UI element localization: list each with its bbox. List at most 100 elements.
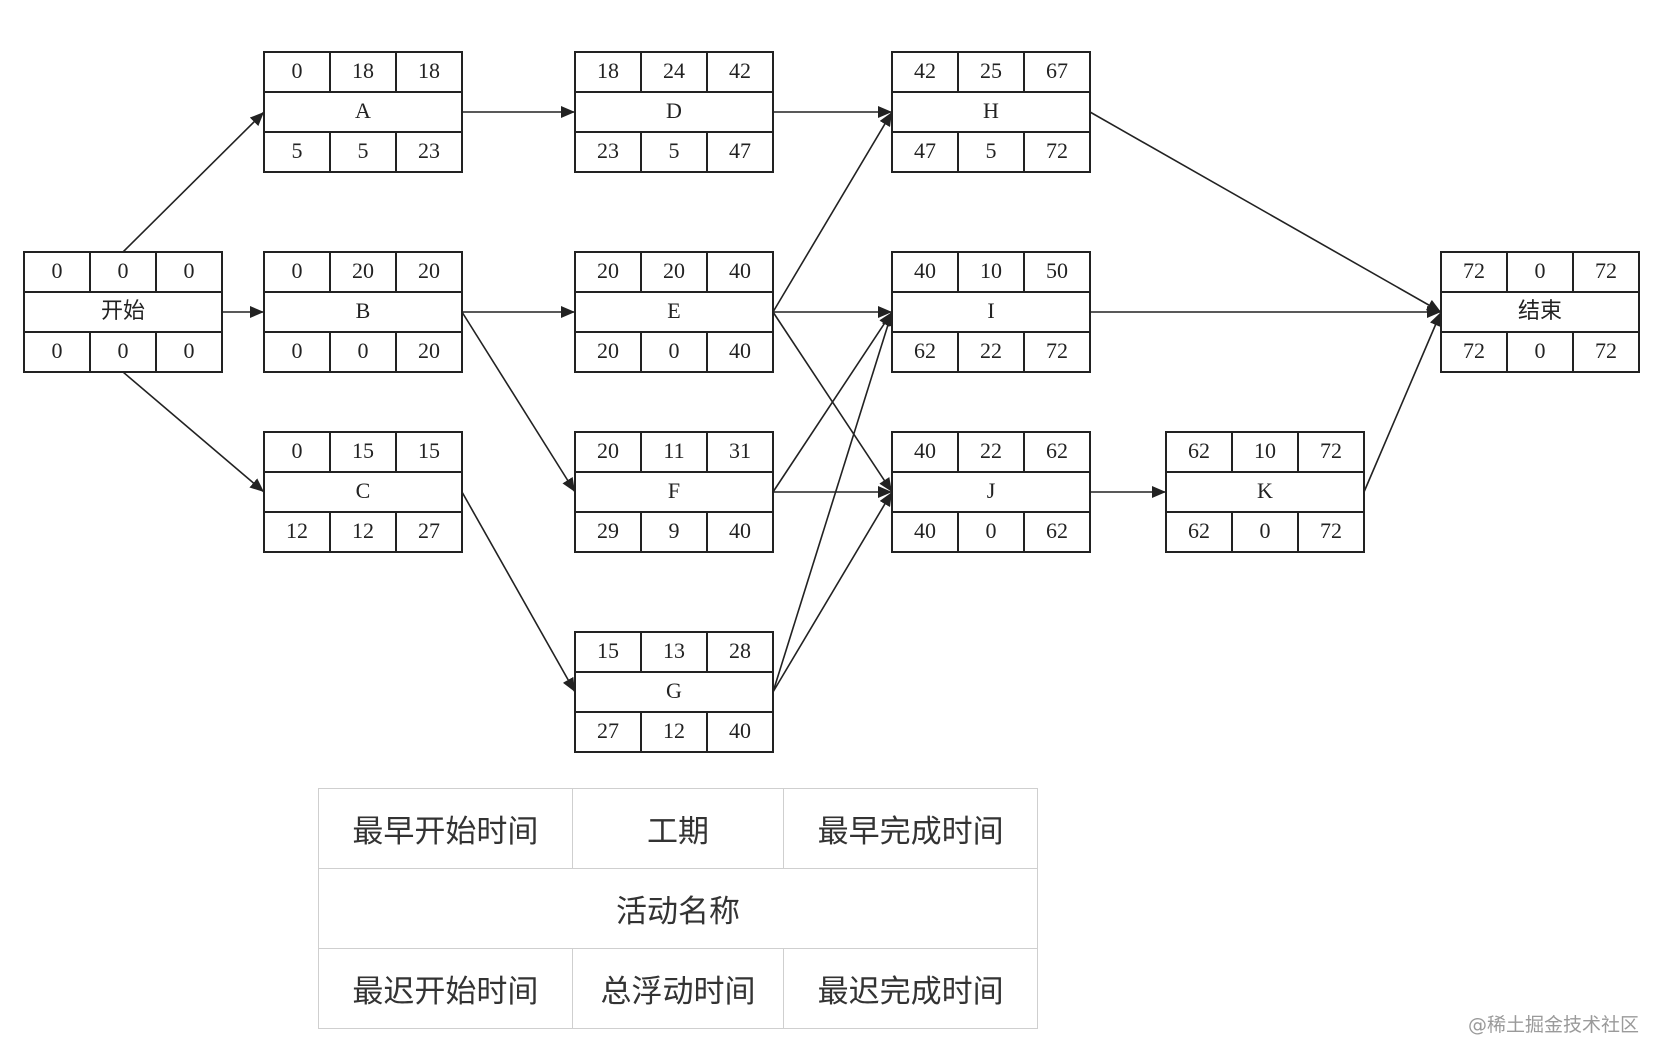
edge-K-end bbox=[1363, 311, 1442, 493]
node-box bbox=[1440, 251, 1640, 373]
edge-F-I bbox=[772, 311, 893, 493]
node-late-finish: 47 bbox=[729, 138, 751, 163]
legend-late-start: 最迟开始时间 bbox=[318, 948, 573, 1029]
node-box bbox=[263, 251, 463, 373]
node-duration: 0 bbox=[1535, 258, 1546, 283]
legend-early-start: 最早开始时间 bbox=[318, 788, 573, 869]
legend-table: 最早开始时间 工期 最早完成时间 活动名称 最迟开始时间 总浮动时间 最迟完成时… bbox=[318, 788, 1038, 1029]
node-total-float: 0 bbox=[118, 338, 129, 363]
legend-middle-row: 活动名称 bbox=[318, 868, 1038, 949]
node-early-finish: 40 bbox=[729, 258, 751, 283]
node-early-finish: 15 bbox=[418, 438, 440, 463]
node-early-start: 0 bbox=[292, 58, 303, 83]
legend-late-finish: 最迟完成时间 bbox=[783, 948, 1038, 1029]
legend-bottom-row: 最迟开始时间 总浮动时间 最迟完成时间 bbox=[318, 948, 1038, 1029]
node-total-float: 0 bbox=[358, 338, 369, 363]
node-name: B bbox=[356, 298, 371, 323]
node-duration: 15 bbox=[352, 438, 374, 463]
edge-start-A bbox=[122, 111, 265, 253]
watermark: @稀土掘金技术社区 bbox=[1467, 1014, 1639, 1036]
node-total-float: 9 bbox=[669, 518, 680, 543]
node-early-finish: 62 bbox=[1046, 438, 1068, 463]
legend-early-finish: 最早完成时间 bbox=[783, 788, 1038, 869]
node-name: 结束 bbox=[1518, 298, 1562, 323]
node-name: A bbox=[355, 98, 371, 123]
node-early-start: 62 bbox=[1188, 438, 1210, 463]
node-late-start: 40 bbox=[914, 518, 936, 543]
node-late-start: 12 bbox=[286, 518, 308, 543]
node-total-float: 0 bbox=[986, 518, 997, 543]
node-late-finish: 40 bbox=[729, 518, 751, 543]
node-name: H bbox=[983, 98, 999, 123]
node-late-finish: 40 bbox=[729, 718, 751, 743]
node-early-start: 0 bbox=[52, 258, 63, 283]
node-duration: 25 bbox=[980, 58, 1002, 83]
node-box bbox=[1165, 431, 1365, 553]
node-late-start: 62 bbox=[914, 338, 936, 363]
node-name: I bbox=[987, 298, 994, 323]
edge-G-J bbox=[772, 491, 893, 693]
node-box bbox=[891, 251, 1091, 373]
node-late-start: 0 bbox=[52, 338, 63, 363]
node-duration: 22 bbox=[980, 438, 1002, 463]
node-late-start: 62 bbox=[1188, 518, 1210, 543]
node-late-start: 5 bbox=[292, 138, 303, 163]
node-late-finish: 72 bbox=[1595, 338, 1617, 363]
node-name: G bbox=[666, 678, 682, 703]
node-duration: 20 bbox=[663, 258, 685, 283]
node-late-finish: 20 bbox=[418, 338, 440, 363]
node-duration: 10 bbox=[980, 258, 1002, 283]
node-early-finish: 72 bbox=[1320, 438, 1342, 463]
node-box bbox=[263, 51, 463, 173]
legend-total-float: 总浮动时间 bbox=[571, 948, 785, 1029]
node-duration: 0 bbox=[118, 258, 129, 283]
node-late-finish: 72 bbox=[1046, 138, 1068, 163]
edge-B-F bbox=[461, 311, 576, 493]
node-name: K bbox=[1257, 478, 1273, 503]
node-total-float: 0 bbox=[1260, 518, 1271, 543]
node-late-start: 47 bbox=[914, 138, 936, 163]
node-box bbox=[574, 631, 774, 753]
node-early-start: 72 bbox=[1463, 258, 1485, 283]
node-early-start: 40 bbox=[914, 438, 936, 463]
node-early-finish: 18 bbox=[418, 58, 440, 83]
legend-activity-name: 活动名称 bbox=[318, 868, 1038, 949]
node-late-finish: 72 bbox=[1046, 338, 1068, 363]
node-late-finish: 23 bbox=[418, 138, 440, 163]
node-early-finish: 31 bbox=[729, 438, 751, 463]
node-duration: 24 bbox=[663, 58, 685, 83]
edge-H-end bbox=[1089, 111, 1442, 313]
node-box bbox=[574, 431, 774, 553]
node-early-finish: 0 bbox=[184, 258, 195, 283]
node-total-float: 5 bbox=[358, 138, 369, 163]
node-name: D bbox=[666, 98, 682, 123]
edge-E-H bbox=[772, 111, 893, 313]
node-early-start: 0 bbox=[292, 438, 303, 463]
node-total-float: 0 bbox=[669, 338, 680, 363]
edge-G-I bbox=[772, 311, 894, 693]
node-early-start: 15 bbox=[597, 638, 619, 663]
node-duration: 11 bbox=[663, 438, 684, 463]
node-early-start: 18 bbox=[597, 58, 619, 83]
node-early-start: 42 bbox=[914, 58, 936, 83]
node-total-float: 22 bbox=[980, 338, 1002, 363]
node-box bbox=[574, 251, 774, 373]
node-box bbox=[891, 51, 1091, 173]
node-early-finish: 42 bbox=[729, 58, 751, 83]
node-late-start: 20 bbox=[597, 338, 619, 363]
node-late-finish: 40 bbox=[729, 338, 751, 363]
node-early-finish: 28 bbox=[729, 638, 751, 663]
node-late-finish: 0 bbox=[184, 338, 195, 363]
